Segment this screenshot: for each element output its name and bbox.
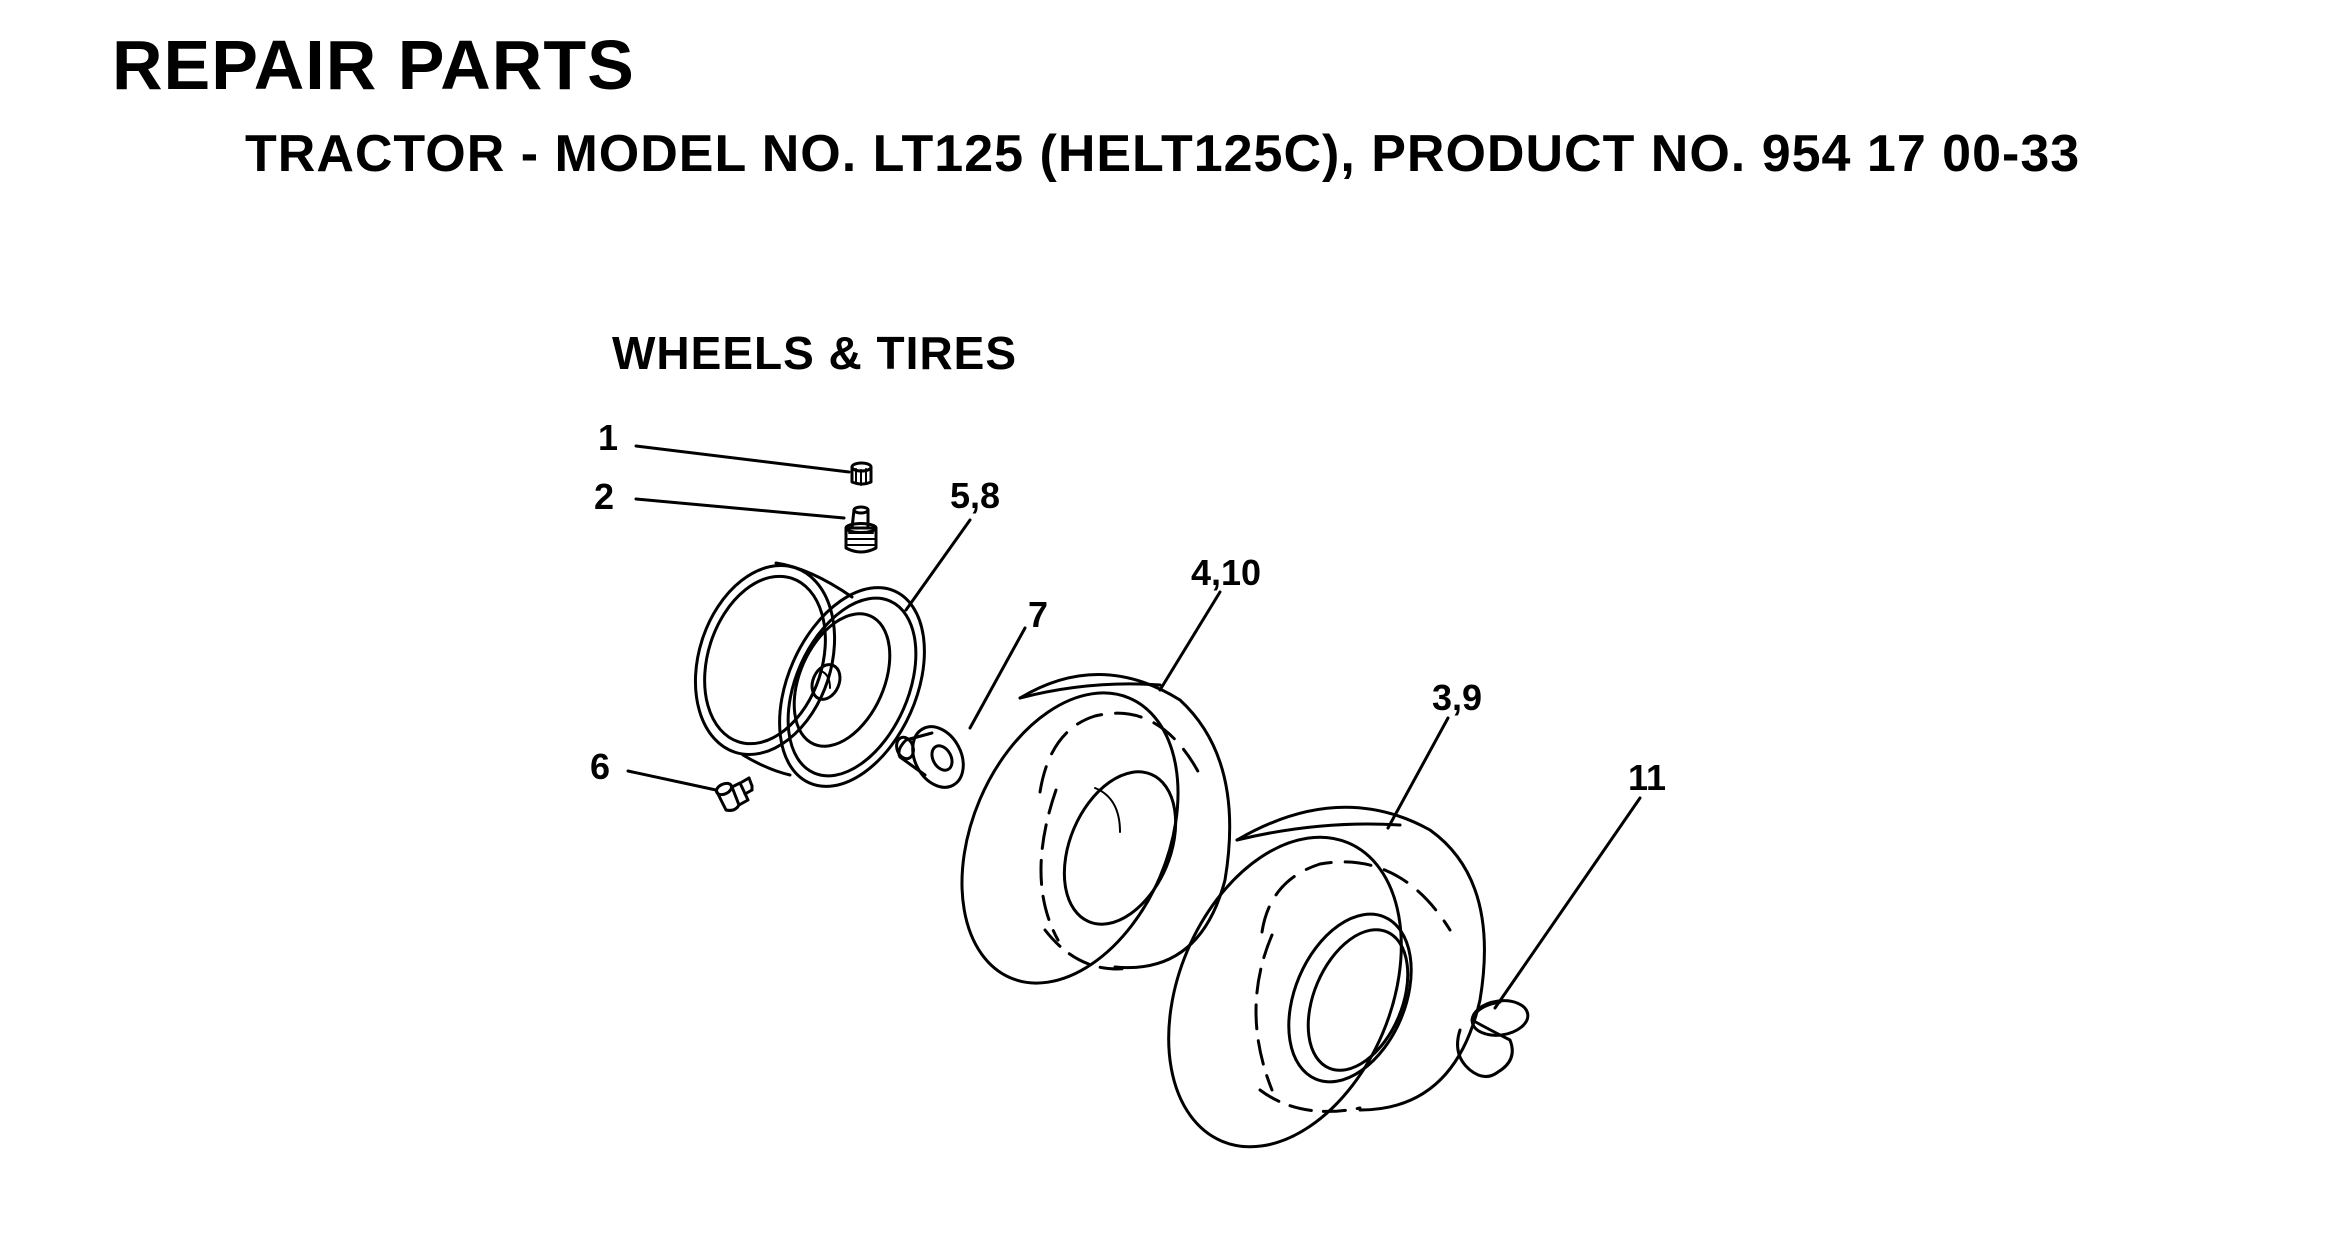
valve-cap-part [850, 461, 873, 486]
page-title: REPAIR PARTS [112, 26, 635, 104]
front-tire-part [960, 673, 1232, 985]
valve-stem-part [844, 505, 878, 554]
callout-1: 1 [598, 417, 618, 458]
rear-tire-part [1167, 805, 1486, 1149]
callout-2: 2 [594, 476, 614, 517]
bushing-part [895, 725, 965, 789]
callout-5-8: 5,8 [950, 475, 1000, 516]
callout-7: 7 [1028, 594, 1048, 635]
callout-6: 6 [590, 746, 610, 787]
leader-lines [626, 444, 1642, 1010]
grease-fitting-part [714, 776, 754, 812]
section-title: WHEELS & TIRES [612, 327, 1018, 379]
callout-3-9: 3,9 [1432, 677, 1482, 718]
page-subtitle: TRACTOR - MODEL NO. LT125 (HELT125C), PR… [245, 125, 2081, 183]
callout-4-10: 4,10 [1191, 552, 1261, 593]
wheel-rim-part [693, 561, 926, 788]
callout-11: 11 [1628, 757, 1666, 798]
